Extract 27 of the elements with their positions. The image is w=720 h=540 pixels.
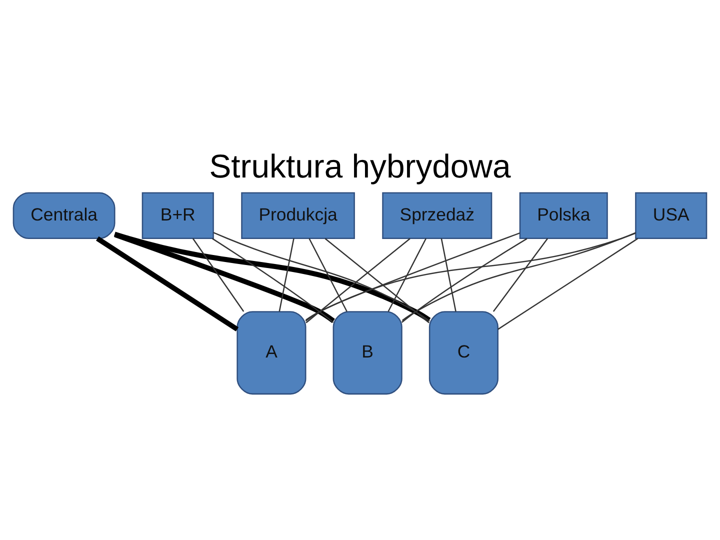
connector (402, 232, 636, 322)
connector (306, 232, 636, 321)
node-box: B (332, 311, 402, 395)
node-box: B+R (142, 192, 214, 240)
connector (492, 238, 548, 312)
node-box: Produkcja (241, 192, 355, 240)
connector (278, 238, 294, 312)
connector (324, 238, 430, 324)
node-box: USA (635, 192, 708, 240)
connector (192, 238, 244, 312)
connector (114, 232, 431, 322)
connector (401, 238, 528, 323)
diagram-title: Struktura hybrydowa (209, 147, 511, 184)
node-box: A (236, 311, 306, 395)
connector (308, 238, 348, 312)
node-box: C (428, 311, 498, 395)
connector (96, 236, 239, 332)
connector (306, 238, 410, 324)
node-box: Sprzedaż (382, 192, 492, 240)
connector (440, 238, 456, 312)
connector (498, 238, 638, 330)
node-box: Centrala (12, 192, 116, 240)
connector (388, 238, 427, 312)
connector (213, 232, 430, 322)
connector (212, 238, 334, 323)
node-box: Polska (519, 192, 608, 240)
connector (305, 232, 520, 322)
